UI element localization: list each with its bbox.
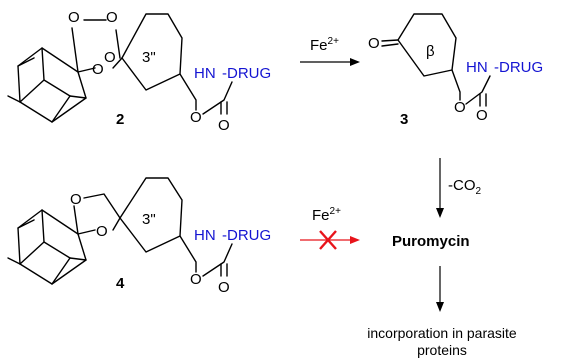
atom-oester-2: O bbox=[190, 109, 202, 126]
product-puromycin: Puromycin bbox=[392, 233, 470, 250]
cyclohexane-ring-2 bbox=[121, 13, 183, 91]
amine-label-2: HN bbox=[194, 65, 216, 82]
trioxolane-ring-2 bbox=[71, 19, 123, 73]
atom-o1-4: O bbox=[70, 191, 82, 208]
position-label-4: 3" bbox=[142, 211, 156, 228]
atom-oketone-3: O bbox=[368, 35, 380, 52]
drug-label-3: -DRUG bbox=[494, 59, 543, 76]
compound-number-3: 3 bbox=[400, 111, 408, 128]
compound-number-2: 2 bbox=[116, 111, 124, 128]
adamantane-cage-2 bbox=[7, 47, 87, 123]
atom-o4-2: O bbox=[104, 49, 116, 66]
red-x-icon bbox=[319, 230, 337, 250]
position-label-2: 3" bbox=[142, 49, 156, 66]
ketone-bond-3 bbox=[381, 39, 399, 47]
carbamate-bonds-3 bbox=[465, 75, 491, 105]
carbamate-bonds-2 bbox=[202, 81, 233, 115]
atom-ocarbonyl-3: O bbox=[476, 107, 488, 124]
caption-line-1: incorporation in parasite bbox=[367, 325, 517, 341]
adamantane-cage-4 bbox=[7, 209, 87, 285]
bond-c-o-2 bbox=[179, 73, 197, 111]
compound-2: O O O O 3" O O HN -DRUG 2 bbox=[7, 9, 271, 134]
dioxolane-ring-4 bbox=[73, 193, 121, 235]
reaction-arrow-blocked: Fe2+ bbox=[300, 206, 360, 250]
compound-number-4: 4 bbox=[116, 275, 125, 292]
reaction-arrow-top: Fe2+ bbox=[300, 36, 360, 66]
cyclohexane-ring-3 bbox=[397, 13, 457, 77]
reaction-arrow-decarboxylation: -CO2 bbox=[436, 158, 482, 218]
drug-label-2: -DRUG bbox=[222, 65, 271, 82]
reagent-fe-top: Fe2+ bbox=[310, 36, 339, 54]
atom-o3-2: O bbox=[92, 61, 104, 78]
atom-oester-4: O bbox=[190, 271, 202, 288]
compound-3: O β O O HN -DRUG 3 bbox=[368, 13, 543, 128]
atom-o2-2: O bbox=[106, 9, 118, 26]
caption-line-2: proteins bbox=[417, 342, 467, 358]
reagent-fe-middle: Fe2+ bbox=[312, 206, 341, 224]
carbonyl-bond-4 bbox=[220, 263, 228, 277]
amine-label-3: HN bbox=[466, 59, 488, 76]
carbonyl-bond-3 bbox=[479, 93, 487, 107]
compound-4: O O 3" O O HN -DRUG 4 bbox=[7, 177, 271, 296]
amine-label-4: HN bbox=[194, 227, 216, 244]
carbonyl-bond-2 bbox=[220, 101, 228, 115]
atom-ocarbonyl-4: O bbox=[218, 279, 230, 296]
reaction-arrow-incorporation bbox=[436, 266, 444, 312]
beta-label-3: β bbox=[426, 43, 435, 60]
carbamate-bonds-4 bbox=[202, 243, 233, 277]
drug-label-4: -DRUG bbox=[222, 227, 271, 244]
bond-c-o-4 bbox=[179, 235, 197, 273]
reagent-co2: -CO2 bbox=[448, 177, 482, 197]
atom-o1-2: O bbox=[68, 9, 80, 26]
atom-ocarbonyl-2: O bbox=[218, 117, 230, 134]
cyclohexane-ring-4 bbox=[119, 177, 183, 253]
atom-o2-4: O bbox=[96, 223, 108, 240]
atom-oester-3: O bbox=[454, 99, 466, 116]
bond-c-o-3 bbox=[451, 69, 461, 101]
